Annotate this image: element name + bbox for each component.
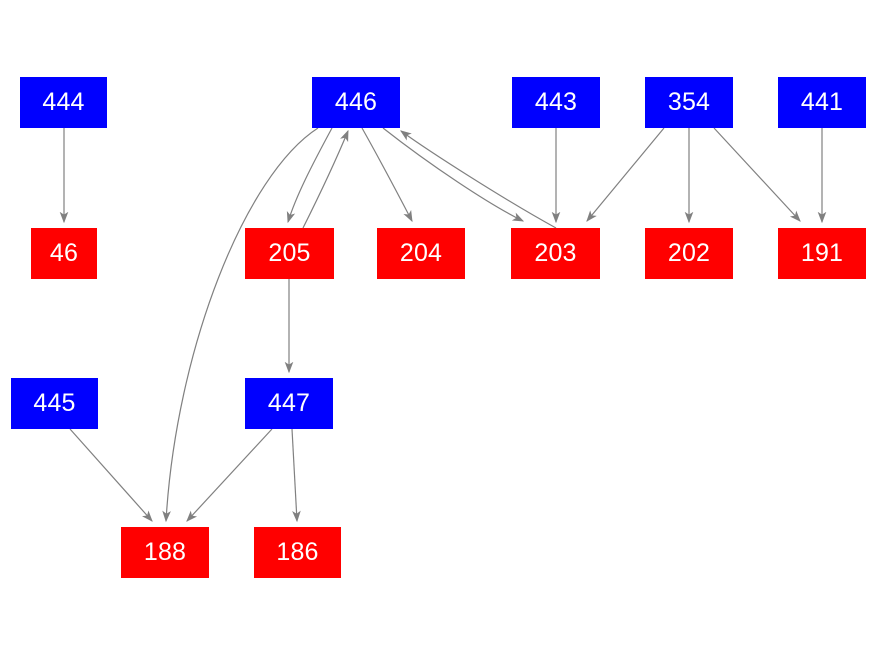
graph-edge-446-to-205 — [286, 127, 333, 224]
graph-node-label: 188 — [143, 538, 187, 566]
graph-node-label: 444 — [42, 88, 85, 116]
graph-node-447[interactable]: 447 — [245, 378, 333, 429]
graph-edge-203-to-446 — [400, 130, 557, 229]
graph-node-label: 354 — [667, 88, 711, 116]
graph-node-label: 443 — [534, 88, 578, 116]
graph-node-441[interactable]: 441 — [778, 77, 866, 128]
graph-edge-446-to-188 — [162, 127, 319, 523]
graph-node-191[interactable]: 191 — [778, 228, 866, 279]
graph-edge-354-to-203 — [586, 127, 665, 222]
graph-edge-447-to-186 — [291, 428, 301, 523]
graph-node-label: 205 — [268, 239, 311, 267]
graph-node-label: 447 — [267, 389, 311, 417]
graph-node-354[interactable]: 354 — [645, 77, 733, 128]
graph-node-label: 46 — [49, 239, 79, 267]
graph-edge-205-to-446 — [302, 129, 349, 229]
graph-edge-354-to-191 — [713, 127, 801, 222]
graph-node-label: 191 — [800, 239, 844, 267]
graph-node-46[interactable]: 46 — [31, 228, 97, 279]
graph-node-label: 203 — [534, 239, 577, 267]
graph-node-label: 186 — [276, 538, 319, 566]
graph-edge-445-to-188 — [69, 428, 153, 522]
graph-node-186[interactable]: 186 — [254, 527, 341, 578]
graph-node-205[interactable]: 205 — [245, 228, 334, 279]
graph-edge-446-to-204 — [361, 127, 413, 223]
graph-node-445[interactable]: 445 — [11, 378, 98, 429]
graph-node-204[interactable]: 204 — [377, 228, 465, 279]
graph-node-label: 202 — [667, 239, 711, 267]
graph-edge-447-to-188 — [186, 428, 273, 522]
graph-node-203[interactable]: 203 — [511, 228, 600, 279]
graph-node-label: 445 — [33, 389, 76, 417]
graph-node-label: 204 — [399, 239, 443, 267]
edge-group — [59, 127, 827, 523]
graph-node-446[interactable]: 446 — [312, 77, 400, 128]
graph-node-188[interactable]: 188 — [121, 527, 209, 578]
graph-node-label: 441 — [800, 88, 844, 116]
graph-node-443[interactable]: 443 — [512, 77, 600, 128]
graph-node-444[interactable]: 444 — [20, 77, 107, 128]
graph-node-label: 446 — [334, 88, 378, 116]
graph-node-202[interactable]: 202 — [645, 228, 733, 279]
graph-edge-446-to-203 — [382, 127, 525, 222]
